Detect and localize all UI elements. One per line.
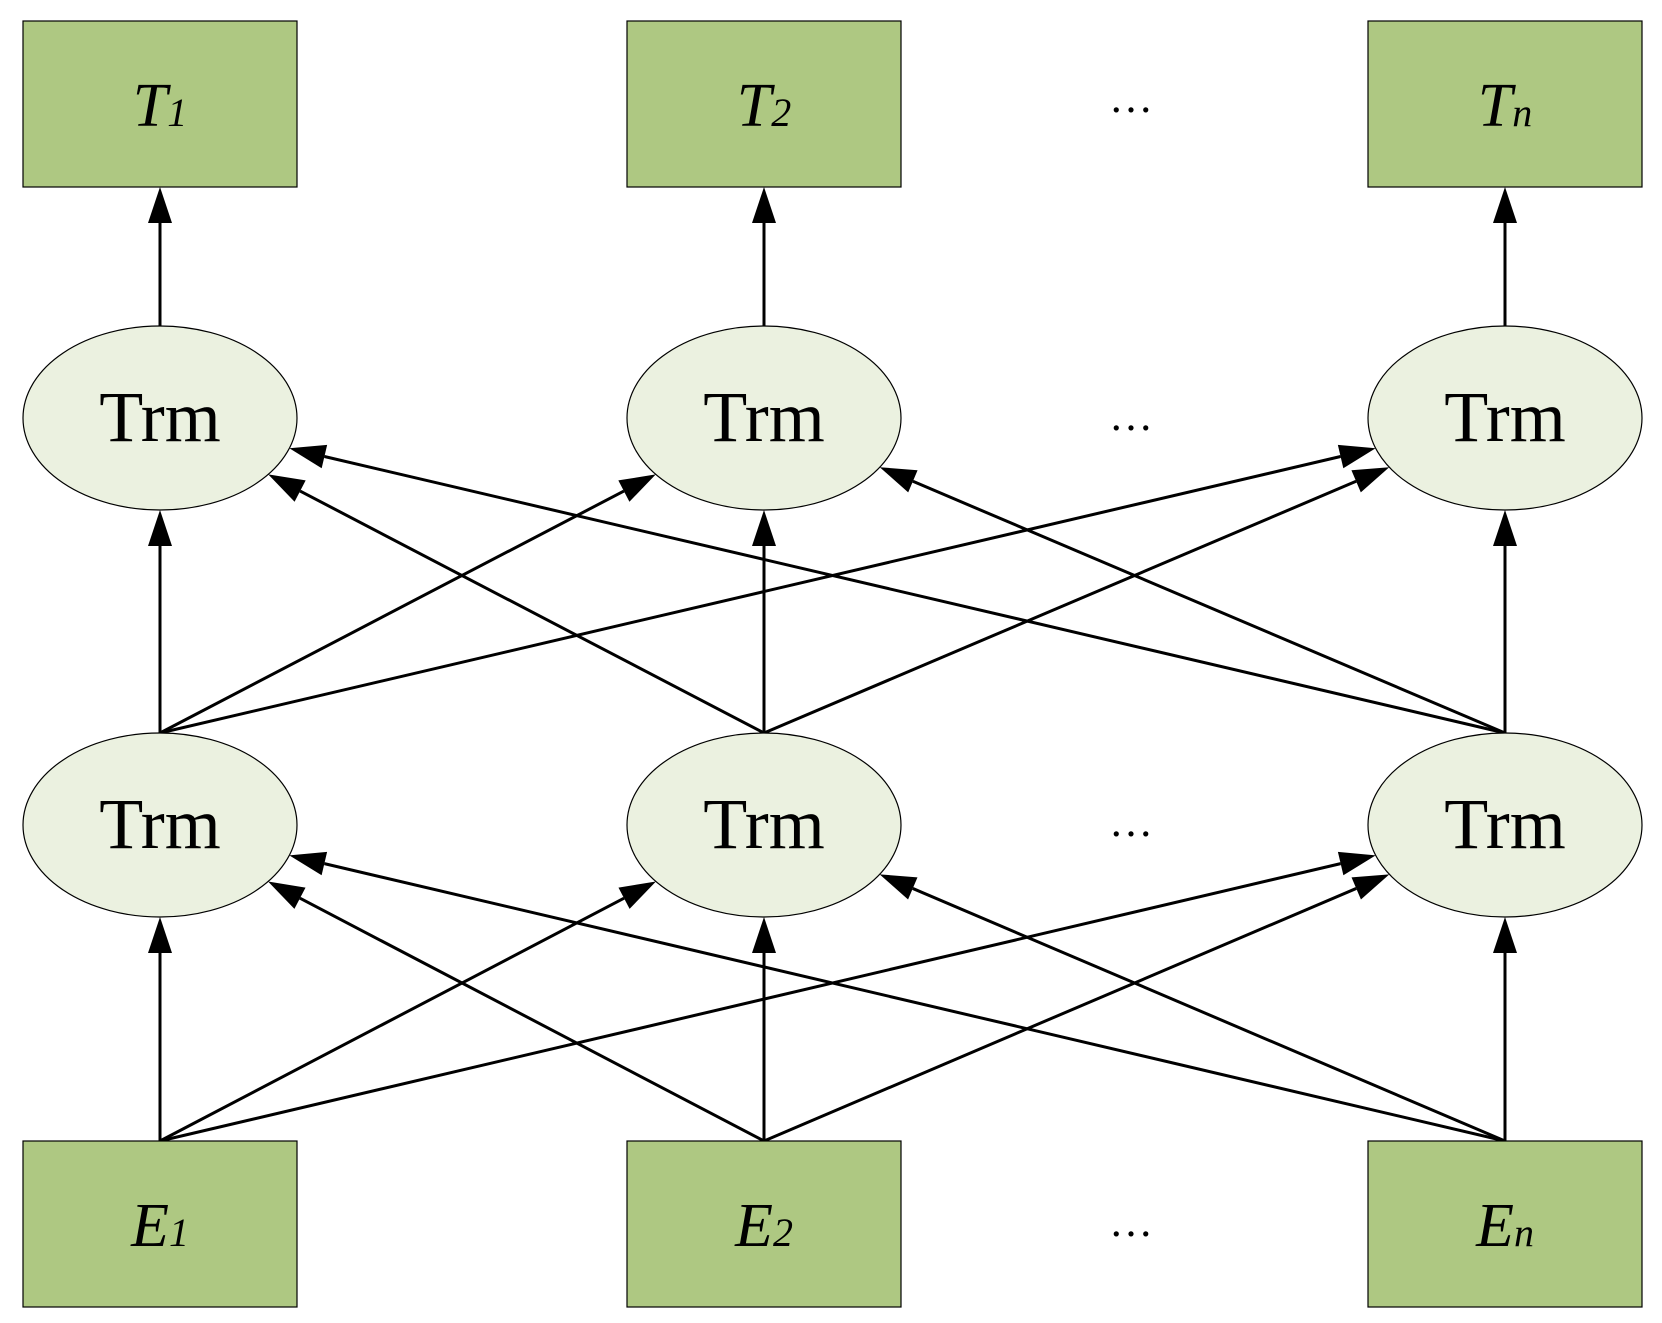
edge-trm-lower-1-to-trm-upper-0-arrowhead [268,474,306,502]
edge-trm-upper-2-to-output-2-arrowhead [1493,187,1517,223]
edge-trm-lower-2-to-trm-upper-1-line [912,479,1506,735]
trm-ellipse [22,732,298,918]
trm-ellipse [22,325,298,511]
trm-upper-node-n: Trm [1367,325,1643,511]
trm-upper-node-1: Trm [22,325,298,511]
input-ellipsis: … [1109,1197,1153,1246]
trm-lower-node-n: Trm [1367,732,1643,918]
trm-label: Trm [1444,377,1565,457]
trm-ellipse [626,732,902,918]
edge-trm-lower-2-to-trm-upper-1-arrowhead [879,467,918,493]
edge-input-2-to-trm-lower-1-arrowhead [879,874,918,900]
output-node-t2: T2 [626,20,902,188]
edge-trm-lower-0-to-trm-upper-2-arrowhead [1337,444,1376,469]
trm-label: Trm [703,784,824,864]
edge-trm-lower-1-to-trm-upper-0-line [299,489,765,735]
edge-input-0-to-trm-lower-1-line [159,896,625,1143]
trm-upper-row: Trm Trm Trm … [22,325,1643,511]
input-label: En [1475,1192,1534,1260]
edge-input-1-to-trm-lower-2-line [763,887,1357,1143]
input-node-e1: E1 [22,1140,298,1308]
trm-ellipse [1367,325,1643,511]
output-box [22,20,298,188]
trm-label: Trm [703,377,824,457]
trm-lower-ellipsis: … [1109,797,1153,846]
output-label: Tn [1478,72,1532,140]
edges-layer [148,187,1517,1143]
edge-trm-lower-2-to-trm-upper-0-line [324,455,1506,735]
output-label: T2 [737,72,791,140]
output-row: T1 T2 Tn … [22,20,1643,188]
input-node-e2: E2 [626,1140,902,1308]
edge-input-0-to-trm-lower-0-arrowhead [148,917,172,953]
trm-lower-node-1: Trm [22,732,298,918]
trm-upper-node-2: Trm [626,325,902,511]
output-ellipsis: … [1109,73,1153,122]
trm-label: Trm [1444,784,1565,864]
trm-ellipse [1367,732,1643,918]
edge-trm-upper-1-to-output-1-arrowhead [752,187,776,223]
edge-input-2-to-trm-lower-2-arrowhead [1493,917,1517,953]
input-label: E2 [734,1192,793,1260]
trm-lower-node-2: Trm [626,732,902,918]
trm-ellipse [626,325,902,511]
trm-label: Trm [99,784,220,864]
output-node-tn: Tn [1367,20,1643,188]
input-row: E1 E2 En … [22,1140,1643,1308]
edge-trm-lower-0-to-trm-upper-2-line [159,455,1341,735]
edge-trm-lower-0-to-trm-upper-1-line [159,489,625,735]
trm-label: Trm [99,377,220,457]
input-label: E1 [130,1192,189,1260]
output-node-t1: T1 [22,20,298,188]
output-label: T1 [133,72,187,140]
edge-trm-lower-2-to-trm-upper-0-arrowhead [289,444,328,469]
edge-input-2-to-trm-lower-0-arrowhead [289,851,328,876]
edge-input-1-to-trm-lower-1-arrowhead [752,917,776,953]
edge-trm-lower-2-to-trm-upper-2-arrowhead [1493,510,1517,546]
input-box [22,1140,298,1308]
edge-trm-lower-1-to-trm-upper-1-arrowhead [752,510,776,546]
edge-trm-lower-1-to-trm-upper-2-line [763,479,1357,735]
edge-trm-upper-0-to-output-0-arrowhead [148,187,172,223]
trm-upper-ellipsis: … [1109,391,1153,440]
input-box [626,1140,902,1308]
edge-trm-lower-0-to-trm-upper-1-arrowhead [618,474,656,502]
edge-input-0-to-trm-lower-1-arrowhead [618,881,656,909]
edge-input-0-to-trm-lower-2-arrowhead [1337,851,1376,876]
output-box [626,20,902,188]
edge-trm-lower-1-to-trm-upper-2-arrowhead [1351,467,1390,493]
edge-trm-lower-0-to-trm-upper-0-arrowhead [148,510,172,546]
edge-input-2-to-trm-lower-1-line [912,887,1506,1143]
input-box [1367,1140,1643,1308]
edge-input-1-to-trm-lower-0-arrowhead [268,881,306,909]
input-node-en: En [1367,1140,1643,1308]
trm-lower-row: Trm Trm Trm … [22,732,1643,918]
edge-input-0-to-trm-lower-2-line [159,862,1341,1143]
output-box [1367,20,1643,188]
edge-input-2-to-trm-lower-0-line [324,862,1506,1143]
edge-input-1-to-trm-lower-2-arrowhead [1351,874,1390,900]
edge-input-1-to-trm-lower-0-line [299,896,765,1143]
